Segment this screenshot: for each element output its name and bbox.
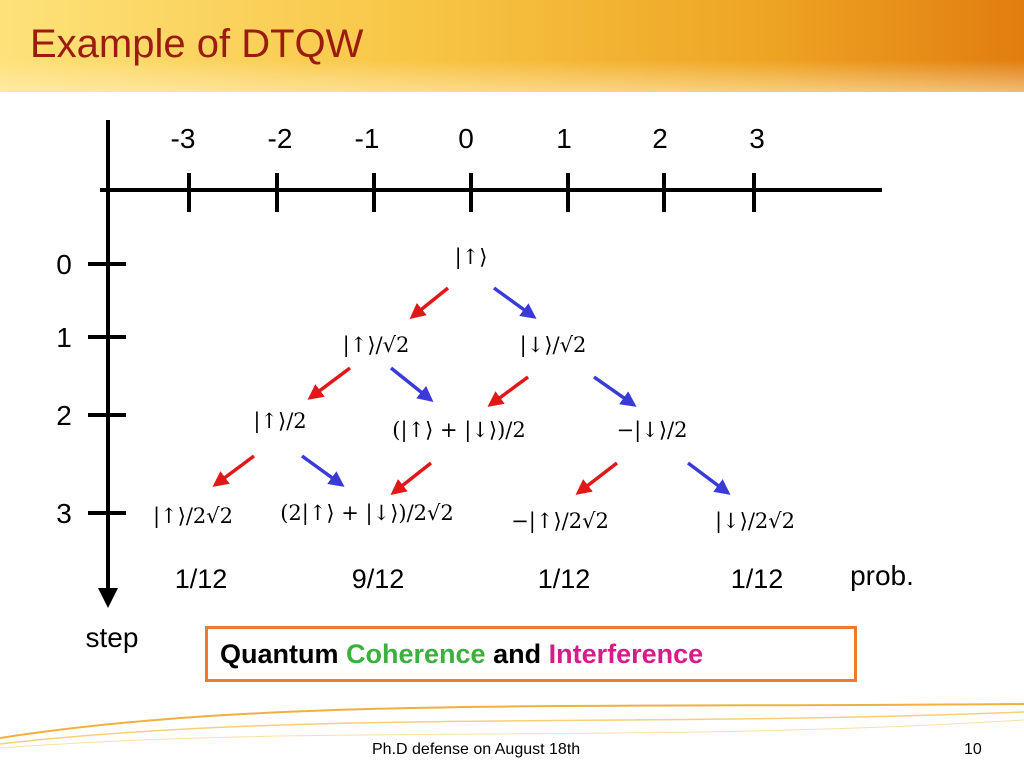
arrow-right xyxy=(492,286,537,319)
position-label: -2 xyxy=(268,123,293,154)
arrow-left xyxy=(390,461,433,495)
position-label: 2 xyxy=(652,123,668,154)
position-label: -1 xyxy=(355,123,380,154)
position-label: 1 xyxy=(556,123,572,154)
state-step3-d: |↓⟩/2√2 xyxy=(715,509,795,534)
step-label: 2 xyxy=(56,400,72,431)
callout-word-coherence: Coherence xyxy=(346,639,486,669)
state-step2-right: −|↓⟩/2 xyxy=(617,418,688,443)
page-number: 10 xyxy=(964,741,982,758)
swoosh-line xyxy=(0,719,1024,749)
state-step3-c: −|↑⟩/2√2 xyxy=(511,509,609,534)
position-label: -3 xyxy=(171,123,196,154)
arrow-left xyxy=(575,461,619,495)
prob-axis-label: prob. xyxy=(850,560,914,591)
slide-title: Example of DTQW xyxy=(30,22,364,66)
arrow-left xyxy=(487,375,530,407)
state-step1-left: |↑⟩/√2 xyxy=(343,333,410,358)
arrow-left xyxy=(307,366,352,400)
step-axis-label: step xyxy=(86,622,139,653)
arrow-right xyxy=(592,375,637,407)
swoosh-line xyxy=(0,703,1024,739)
callout-word: and xyxy=(493,639,542,669)
footer-text: Ph.D defense on August 18th xyxy=(372,741,581,758)
position-label: 3 xyxy=(749,123,765,154)
probability: 1/12 xyxy=(175,564,228,594)
step-label: 0 xyxy=(56,249,72,280)
callout-word: Quantum xyxy=(220,639,339,669)
state-step2-mid: (|↑⟩ + |↓⟩)/2 xyxy=(392,418,526,443)
probability: 9/12 xyxy=(352,564,405,594)
step-label: 1 xyxy=(56,322,72,353)
state-step3-a: |↑⟩/2√2 xyxy=(153,504,233,529)
arrow-right xyxy=(300,454,345,487)
arrow-right xyxy=(389,366,434,402)
state-step1-right: |↓⟩/√2 xyxy=(520,333,587,358)
callout-box: Quantum Coherence and Interference xyxy=(205,626,857,682)
footer-swoosh xyxy=(0,703,1024,749)
callout-word-interference: Interference xyxy=(548,639,704,669)
state-step0: |↑⟩ xyxy=(455,245,488,270)
probability: 1/12 xyxy=(538,564,591,594)
probability: 1/12 xyxy=(731,564,784,594)
position-label: 0 xyxy=(458,123,474,154)
arrow-right xyxy=(686,461,731,495)
state-step2-left: |↑⟩/2 xyxy=(253,409,306,434)
swoosh-line xyxy=(0,711,1024,745)
arrow-left xyxy=(409,286,450,319)
step-label: 3 xyxy=(56,498,72,529)
arrow-left xyxy=(212,454,256,487)
state-step3-b: (2|↑⟩ + |↓⟩)/2√2 xyxy=(280,501,454,526)
header-fade xyxy=(0,60,1024,92)
